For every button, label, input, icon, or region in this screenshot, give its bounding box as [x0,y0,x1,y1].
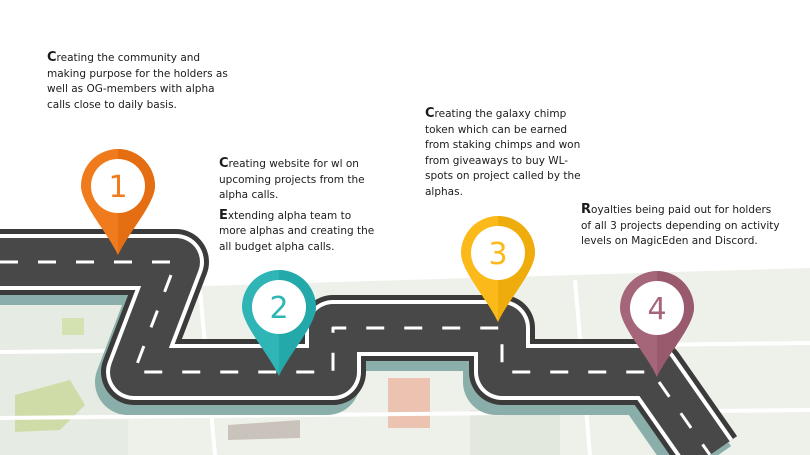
step-number: 2 [269,291,288,326]
step-3-pin: 3 [461,216,535,322]
drop-letter: C [47,50,57,65]
step-4-pin: 4 [620,271,694,377]
paragraph-text: reating the community and making purpose… [47,52,228,111]
paragraph-text: oyalties being paid out for holders of a… [581,204,780,247]
description-paragraph: Creating the community and making purpos… [47,50,237,113]
step-2-pin: 2 [242,270,316,376]
pins-layer: 1 2 3 4 [81,149,694,377]
description-paragraph: Royalties being paid out for holders of … [581,202,781,250]
step-4-description: Royalties being paid out for holders of … [581,202,781,254]
step-1-description: Creating the community and making purpos… [47,50,237,117]
step-3-description: Creating the galaxy chimp token which ca… [425,106,590,204]
step-number: 3 [488,237,507,272]
pin-inner-circle [252,280,306,334]
pin-inner-circle [91,159,145,213]
description-paragraph: Extending alpha team to more alphas and … [219,208,379,256]
description-paragraph: Creating the galaxy chimp token which ca… [425,106,590,200]
drop-letter: C [219,156,229,171]
paragraph-text: reating the galaxy chimp token which can… [425,108,581,198]
drop-letter: R [581,202,592,217]
pin-inner-circle [630,281,684,335]
paragraph-text: xtending alpha team to more alphas and c… [219,209,375,253]
pin-inner-circle [471,226,525,280]
paragraph-text: reating website for wl on upcoming proje… [219,158,365,201]
road [0,229,738,455]
step-number: 1 [108,170,127,205]
step-number: 4 [647,292,666,327]
drop-letter: C [425,106,435,121]
step-1-pin: 1 [81,149,155,255]
step-2-description: Creating website for wl on upcoming proj… [219,156,379,259]
drop-letter: E [219,207,228,223]
description-paragraph: Creating website for wl on upcoming proj… [219,156,379,204]
